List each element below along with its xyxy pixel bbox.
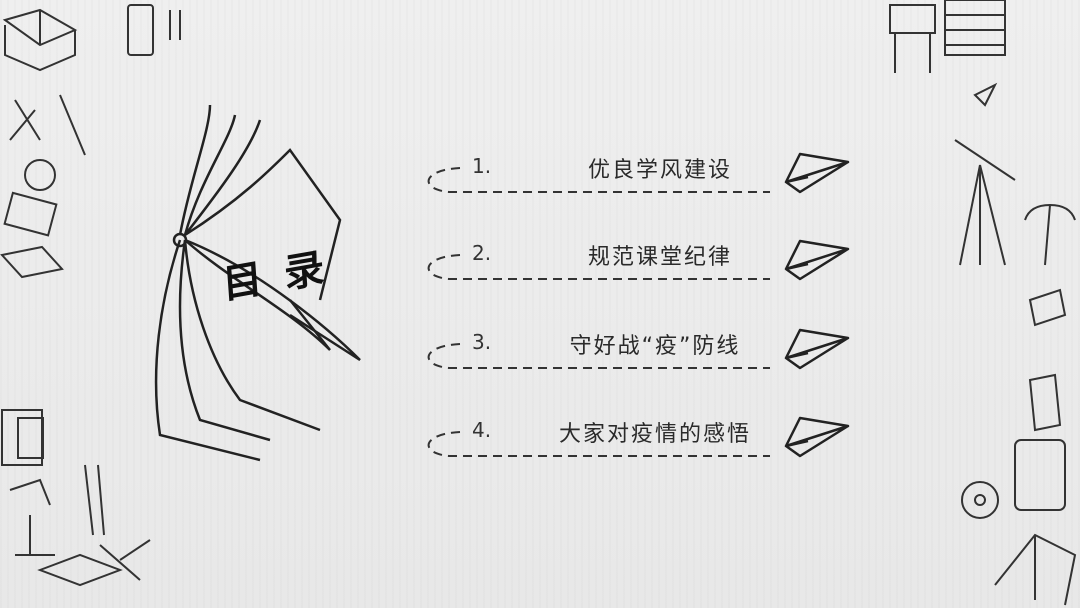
dashed-loop-icon (427, 343, 770, 369)
item-label: 大家对疫情的感悟 (558, 422, 751, 447)
paper-plane-icon (784, 239, 850, 281)
toc-item-2[interactable]: 2. 规范课堂纪律 (420, 239, 860, 299)
paper-plane-icon (784, 328, 850, 370)
item-label: 优良学风建设 (587, 158, 732, 183)
dashed-loop-icon (427, 167, 770, 193)
toc-item-3[interactable]: 3. 守好战“疫”防线 (420, 328, 860, 388)
school-doodles-right-icon (889, 0, 1077, 606)
toc-item-4[interactable]: 4. 大家对疫情的感悟 (420, 416, 860, 476)
toc-item-1[interactable]: 1. 优良学风建设 (420, 152, 860, 212)
open-book-illustration (154, 104, 361, 462)
item-number: 4. (472, 418, 492, 442)
item-number: 3. (472, 330, 492, 354)
item-number: 2. (472, 241, 492, 265)
dashed-loop-icon (427, 254, 770, 280)
item-label: 规范课堂纪律 (587, 245, 732, 270)
paper-plane-icon (784, 152, 850, 194)
paper-plane-icon (784, 416, 850, 458)
dashed-loop-icon (427, 431, 770, 457)
school-doodles-left-icon (0, 4, 181, 587)
item-label: 守好战“疫”防线 (569, 334, 741, 359)
item-number: 1. (472, 154, 492, 178)
